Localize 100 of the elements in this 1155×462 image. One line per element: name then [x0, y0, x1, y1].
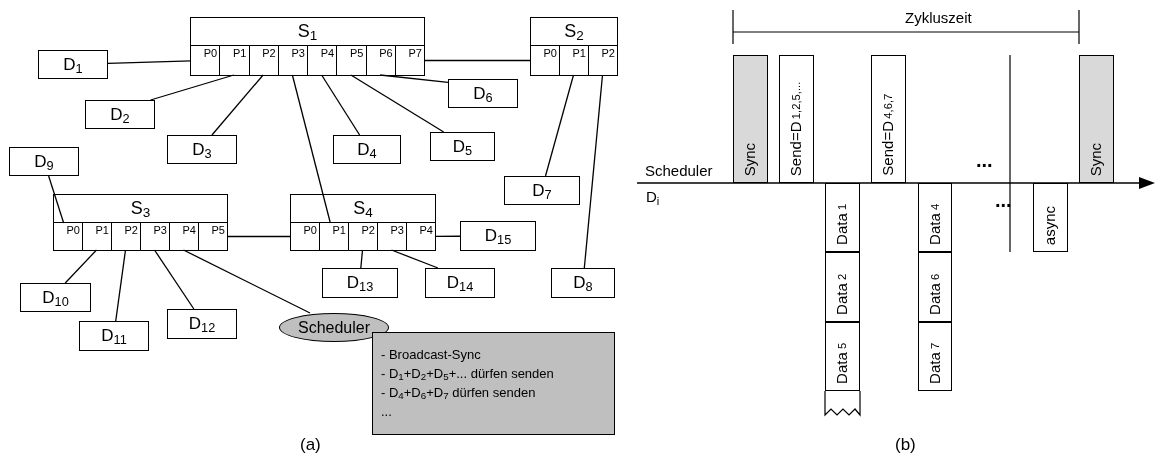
frame-label: Sync	[1086, 142, 1106, 176]
port-label: P5	[350, 46, 364, 60]
port-cell	[169, 223, 198, 250]
note-line: - D$_{4}$+D$_{6}$+D$_{7}$ dürfen senden	[381, 384, 537, 402]
connector-line	[544, 74, 575, 177]
port-label: P1	[572, 46, 586, 60]
device-box	[448, 79, 518, 108]
switch-box	[290, 194, 436, 251]
frame-box	[779, 55, 814, 183]
panel-label: (b)	[895, 434, 916, 456]
frame-label: async	[1040, 205, 1060, 245]
port-cell	[336, 46, 366, 75]
device-box	[79, 321, 149, 351]
port-label: P0	[303, 223, 317, 237]
note-box	[372, 332, 615, 435]
frame-label: Sync	[740, 142, 760, 176]
port-cell	[365, 46, 395, 75]
node-label: D$_{1}$	[63, 53, 83, 78]
port-label: P3	[153, 223, 167, 237]
port-label: P4	[182, 223, 196, 237]
port-label: P2	[361, 223, 375, 237]
port-label: P5	[211, 223, 225, 237]
port-label: P4	[320, 46, 335, 60]
node-label: D$_{13}$	[346, 272, 374, 296]
port-cell	[319, 223, 348, 250]
connector-line	[423, 59, 532, 62]
frame-box	[825, 252, 860, 322]
node-label: D$_{3}$	[192, 138, 212, 163]
port-cell	[198, 223, 227, 250]
device-box	[85, 100, 155, 129]
device-box	[38, 50, 108, 79]
panel-label: (a)	[300, 434, 321, 456]
connector-line	[434, 235, 461, 238]
connector-line	[321, 74, 361, 136]
connector-line	[64, 249, 98, 284]
frame-box	[918, 183, 952, 252]
device-box	[425, 268, 495, 298]
note-line: - D$_{1}$+D$_{2}$+D$_{5}$+... dürfen senden	[381, 365, 555, 383]
device-box	[167, 135, 237, 164]
device-box	[9, 147, 79, 176]
node-label: D$_{10}$	[42, 286, 69, 311]
connector-line	[149, 74, 235, 101]
port-label: P1	[95, 223, 109, 237]
port-label: P1	[233, 46, 247, 60]
port-cell	[219, 46, 249, 75]
device-box	[504, 176, 580, 205]
frame-box	[825, 183, 860, 252]
device-box	[20, 283, 91, 312]
connector-line	[107, 60, 192, 65]
node-label: D$_{7}$	[532, 179, 552, 204]
port-cell	[377, 223, 406, 250]
dimension-label: Zykluszeit	[905, 8, 972, 28]
node-label: D$_{5}$	[452, 135, 473, 160]
sync-frame	[1079, 55, 1114, 183]
connector-line	[211, 74, 264, 136]
device-box	[322, 268, 398, 298]
port-label: P2	[262, 46, 276, 60]
port-label: P3	[291, 46, 305, 60]
node-label: D$_{12}$	[188, 313, 216, 337]
node-label: D$_{8}$	[573, 272, 593, 296]
connector-line	[350, 74, 445, 133]
port-label: P0	[203, 46, 218, 60]
switch-box	[190, 17, 425, 76]
device-box	[430, 132, 495, 161]
port-label: P1	[332, 223, 346, 237]
port-label: P6	[379, 46, 393, 60]
axis-label: Scheduler	[645, 161, 713, 181]
port-label: P0	[543, 46, 557, 60]
connector-line	[182, 249, 311, 314]
ellipsis: ...	[995, 190, 1012, 210]
port-cell	[559, 46, 588, 75]
note-line: - Broadcast-Sync	[381, 346, 482, 364]
connector-line	[226, 235, 292, 238]
device-box	[460, 221, 536, 251]
node-label: D$_{9}$	[34, 150, 54, 175]
device-box	[333, 135, 401, 164]
node-label: D$_{14}$	[446, 272, 474, 296]
node-label: D$_{2}$	[110, 103, 130, 128]
node-label: D$_{15}$	[484, 225, 512, 249]
switch-label: S$_{4}$	[353, 197, 373, 222]
port-cell	[82, 223, 111, 250]
node-label: D$_{4}$	[357, 138, 377, 163]
switch-label: S$_{3}$	[130, 197, 151, 222]
device-box	[551, 268, 615, 298]
port-label: P2	[601, 46, 615, 60]
axis-label: D$_{i}$	[646, 187, 660, 209]
switch-box	[530, 17, 618, 76]
port-cell	[307, 46, 337, 75]
connector-line	[379, 74, 449, 83]
frame-box	[918, 252, 952, 322]
connector-line	[583, 74, 604, 269]
port-cell	[406, 223, 435, 250]
port-label: P4	[419, 223, 433, 237]
connector-line	[115, 249, 127, 322]
connector-line	[153, 249, 195, 310]
port-label: P2	[124, 223, 138, 237]
device-box	[167, 309, 237, 339]
switch-label: S$_{1}$	[297, 20, 318, 45]
port-cell	[248, 46, 278, 75]
frame-box	[1033, 183, 1068, 252]
